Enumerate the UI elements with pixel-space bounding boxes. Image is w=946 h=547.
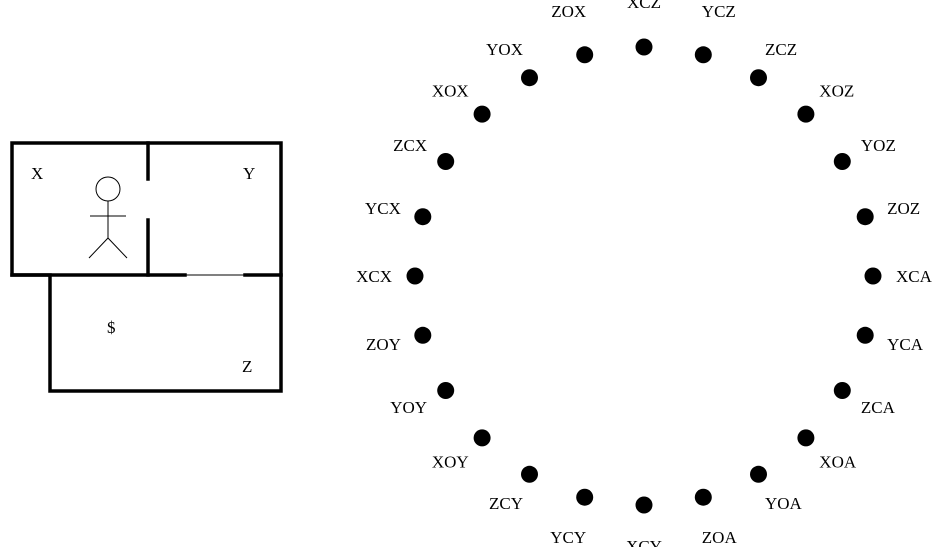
state-label-zca: ZCA bbox=[861, 398, 896, 417]
state-node-yca bbox=[856, 326, 874, 344]
state-node-xcy bbox=[635, 496, 653, 514]
state-label-zcz: ZCZ bbox=[765, 40, 797, 59]
state-label-zoy: ZOY bbox=[366, 335, 401, 354]
state-node-zcx bbox=[437, 153, 455, 170]
state-label-zoz: ZOZ bbox=[887, 199, 920, 218]
state-node-zoz bbox=[856, 208, 874, 226]
agent-stick-figure-icon bbox=[88, 176, 128, 259]
state-node-xcx bbox=[406, 267, 424, 285]
room-label-z: Z bbox=[242, 357, 252, 376]
state-label-yca: YCA bbox=[887, 335, 924, 354]
state-label-ycz: YCZ bbox=[702, 2, 736, 21]
state-node-yoz bbox=[833, 153, 851, 170]
state-node-yoy bbox=[437, 382, 455, 399]
state-node-xox bbox=[473, 105, 491, 123]
state-label-xoy: XOY bbox=[432, 452, 469, 471]
state-label-zcy: ZCY bbox=[489, 494, 523, 513]
state-label-xcx: XCX bbox=[356, 267, 392, 286]
state-node-yox bbox=[521, 69, 538, 87]
state-label-yoa: YOA bbox=[765, 494, 803, 513]
state-label-xcy: XCY bbox=[626, 537, 662, 547]
state-label-xca: XCA bbox=[896, 267, 933, 286]
state-ring: XCZ YCZ ZCZ XOZ YOZ ZOZ XCA YCA ZCA XOA YOA ZOA XCY Y… bbox=[356, 0, 933, 547]
state-node-ycy bbox=[576, 488, 594, 506]
state-node-xca bbox=[864, 267, 882, 285]
state-label-zoa: ZOA bbox=[702, 528, 738, 547]
state-label-xcz: XCZ bbox=[627, 0, 661, 12]
state-label-yox: YOX bbox=[486, 40, 523, 59]
state-label-ycy: YCY bbox=[550, 528, 586, 547]
state-label-yoy: YOY bbox=[390, 398, 427, 417]
state-node-zca bbox=[833, 382, 851, 399]
state-node-yoa bbox=[750, 465, 767, 483]
state-node-zcy bbox=[521, 465, 538, 483]
floor-plan: X Y Z $ bbox=[10, 141, 283, 393]
money-symbol: $ bbox=[107, 318, 116, 337]
state-label-xox: XOX bbox=[432, 82, 469, 101]
state-node-xoy bbox=[473, 429, 491, 447]
room-label-x: X bbox=[31, 164, 43, 183]
state-label-zox: ZOX bbox=[551, 2, 586, 21]
state-node-xoz bbox=[797, 105, 815, 123]
state-node-zoy bbox=[414, 326, 432, 344]
state-node-ycx bbox=[414, 208, 432, 226]
room-label-y: Y bbox=[243, 164, 255, 183]
state-node-zox bbox=[576, 46, 594, 64]
state-node-zcz bbox=[750, 69, 767, 87]
state-node-xoa bbox=[797, 429, 815, 447]
state-node-xcz bbox=[635, 38, 653, 56]
state-label-ycx: YCX bbox=[365, 199, 401, 218]
state-label-xoa: XOA bbox=[819, 452, 857, 471]
state-label-xoz: XOZ bbox=[819, 82, 854, 101]
state-label-zcx: ZCX bbox=[393, 136, 427, 155]
state-node-zoa bbox=[694, 488, 712, 506]
state-label-yoz: YOZ bbox=[861, 136, 896, 155]
state-node-ycz bbox=[694, 46, 712, 64]
